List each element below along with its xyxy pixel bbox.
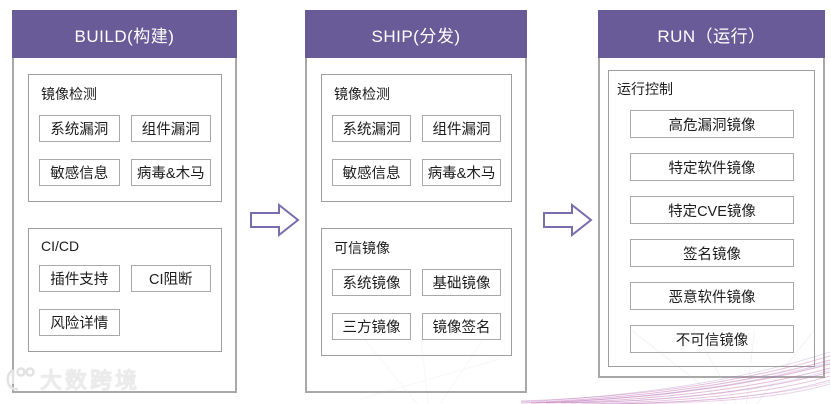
group-build-0: 镜像检测系统漏洞组件漏洞敏感信息病毒&木马 <box>28 74 222 202</box>
item-box: 系统镜像 <box>332 269 411 296</box>
item-box: 组件漏洞 <box>422 115 501 142</box>
item-box: 插件支持 <box>39 265 120 292</box>
item-box: 敏感信息 <box>332 159 411 186</box>
group-title: 可信镜像 <box>334 240 390 256</box>
flow-arrow-icon <box>250 203 300 237</box>
item-box: 敏感信息 <box>39 159 120 186</box>
item-box: 三方镜像 <box>332 313 411 340</box>
item-box: 基础镜像 <box>422 269 501 296</box>
group-items: 插件支持 CI阻断风险详情 <box>39 265 211 336</box>
column-run: RUN（运行） 运行控制高危漏洞镜像特定软件镜像特定CVE镜像签名镜像恶意软件镜像… <box>598 10 825 378</box>
item-box: 病毒&木马 <box>422 159 501 186</box>
column-body-run: 运行控制高危漏洞镜像特定软件镜像特定CVE镜像签名镜像恶意软件镜像不可信镜像 <box>598 58 825 378</box>
column-header-run: RUN（运行） <box>598 10 825 58</box>
column-body-ship: 镜像检测系统漏洞组件漏洞敏感信息病毒&木马可信镜像系统镜像基础镜像三方镜像镜像签… <box>305 58 527 393</box>
item-box: 病毒&木马 <box>130 159 211 186</box>
group-items: 系统漏洞组件漏洞敏感信息病毒&木马 <box>39 115 211 186</box>
group-items: 系统漏洞组件漏洞敏感信息病毒&木马 <box>332 115 501 186</box>
item-box: 系统漏洞 <box>39 115 120 142</box>
group-title: 镜像检测 <box>334 86 390 102</box>
item-box: 系统漏洞 <box>332 115 411 142</box>
item-box: 签名镜像 <box>630 239 794 267</box>
item-box: 不可信镜像 <box>630 325 794 353</box>
column-ship: SHIP(分发)镜像检测系统漏洞组件漏洞敏感信息病毒&木马可信镜像系统镜像基础镜… <box>305 10 527 393</box>
group-items: 高危漏洞镜像特定软件镜像特定CVE镜像签名镜像恶意软件镜像不可信镜像 <box>615 110 808 353</box>
item-box: 风险详情 <box>39 309 120 336</box>
group-title: 运行控制 <box>617 81 673 97</box>
column-header-build: BUILD(构建) <box>12 10 237 58</box>
item-box: 恶意软件镜像 <box>630 282 794 310</box>
item-box: 特定软件镜像 <box>630 153 794 181</box>
column-header-ship: SHIP(分发) <box>305 10 527 58</box>
item-box: 镜像签名 <box>422 313 501 340</box>
item-box: 组件漏洞 <box>130 115 211 142</box>
group-items: 系统镜像基础镜像三方镜像镜像签名 <box>332 269 501 340</box>
group-title: CI/CD <box>41 238 80 254</box>
group-build-1: CI/CD 插件支持 CI阻断风险详情 <box>28 228 222 352</box>
item-box: 高危漏洞镜像 <box>630 110 794 138</box>
group-run-0: 运行控制高危漏洞镜像特定软件镜像特定CVE镜像签名镜像恶意软件镜像不可信镜像 <box>608 70 815 367</box>
column-body-build: 镜像检测系统漏洞组件漏洞敏感信息病毒&木马 CI/CD 插件支持 CI阻断风险详情 <box>12 58 237 393</box>
group-ship-0: 镜像检测系统漏洞组件漏洞敏感信息病毒&木马 <box>321 74 512 202</box>
group-title: 镜像检测 <box>41 86 97 102</box>
group-ship-1: 可信镜像系统镜像基础镜像三方镜像镜像签名 <box>321 228 512 356</box>
item-box: 特定CVE镜像 <box>630 196 794 224</box>
flow-arrow-icon <box>543 203 593 237</box>
item-box: CI阻断 <box>130 265 211 292</box>
